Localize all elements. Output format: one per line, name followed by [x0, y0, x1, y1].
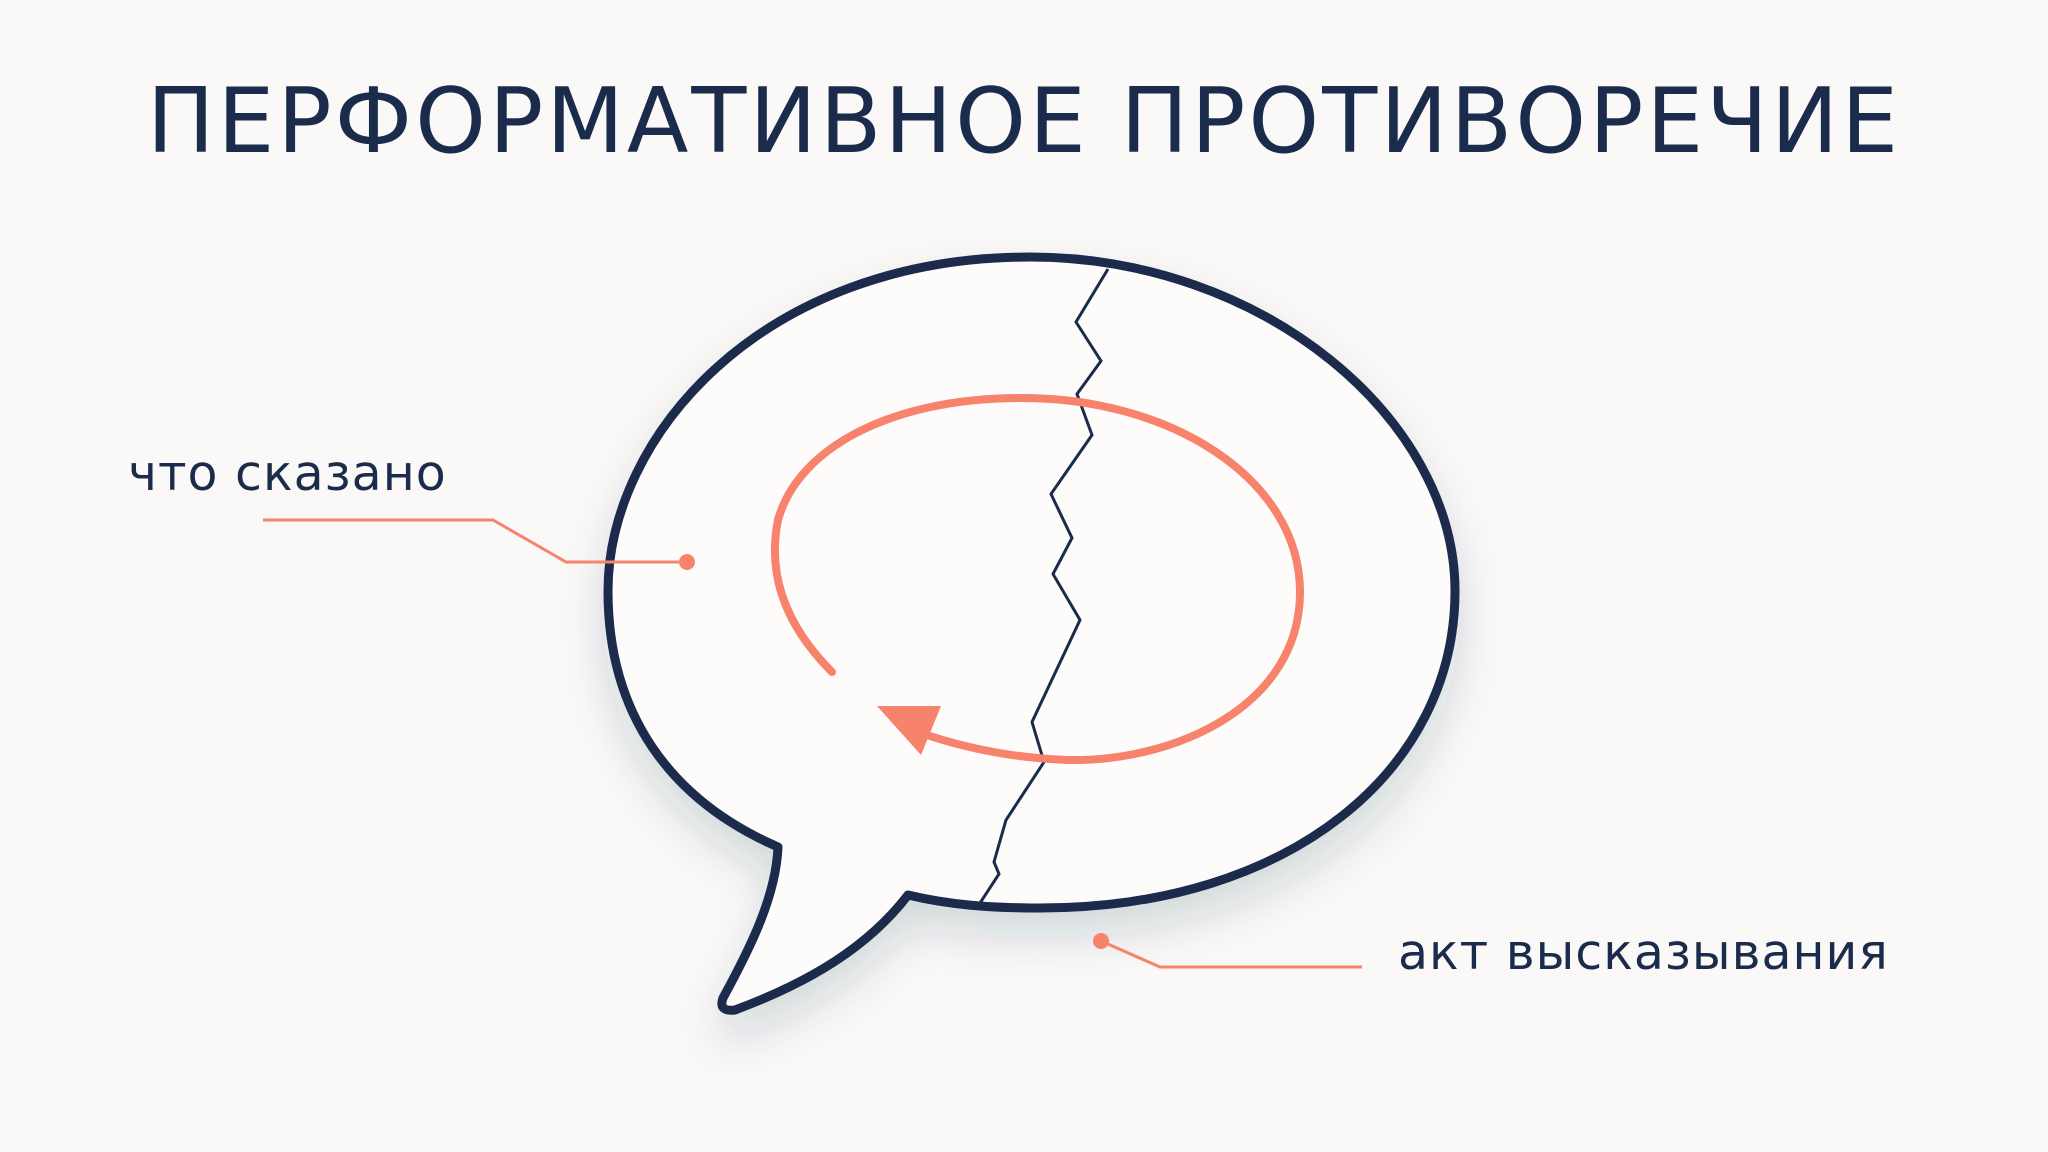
circular-arrow-icon — [771, 393, 1305, 765]
callout-label-act: акт высказывания — [1398, 924, 1889, 981]
crack-line-icon — [978, 268, 1110, 904]
speech-bubble-icon — [603, 252, 1460, 1015]
page-title: ПЕРФОРМАТИВНОЕ ПРОТИВОРЕЧИЕ — [146, 69, 1902, 174]
callout-leader-said — [263, 518, 695, 570]
callout-leader-act — [1093, 933, 1362, 969]
callout-label-said: что сказано — [128, 445, 447, 502]
